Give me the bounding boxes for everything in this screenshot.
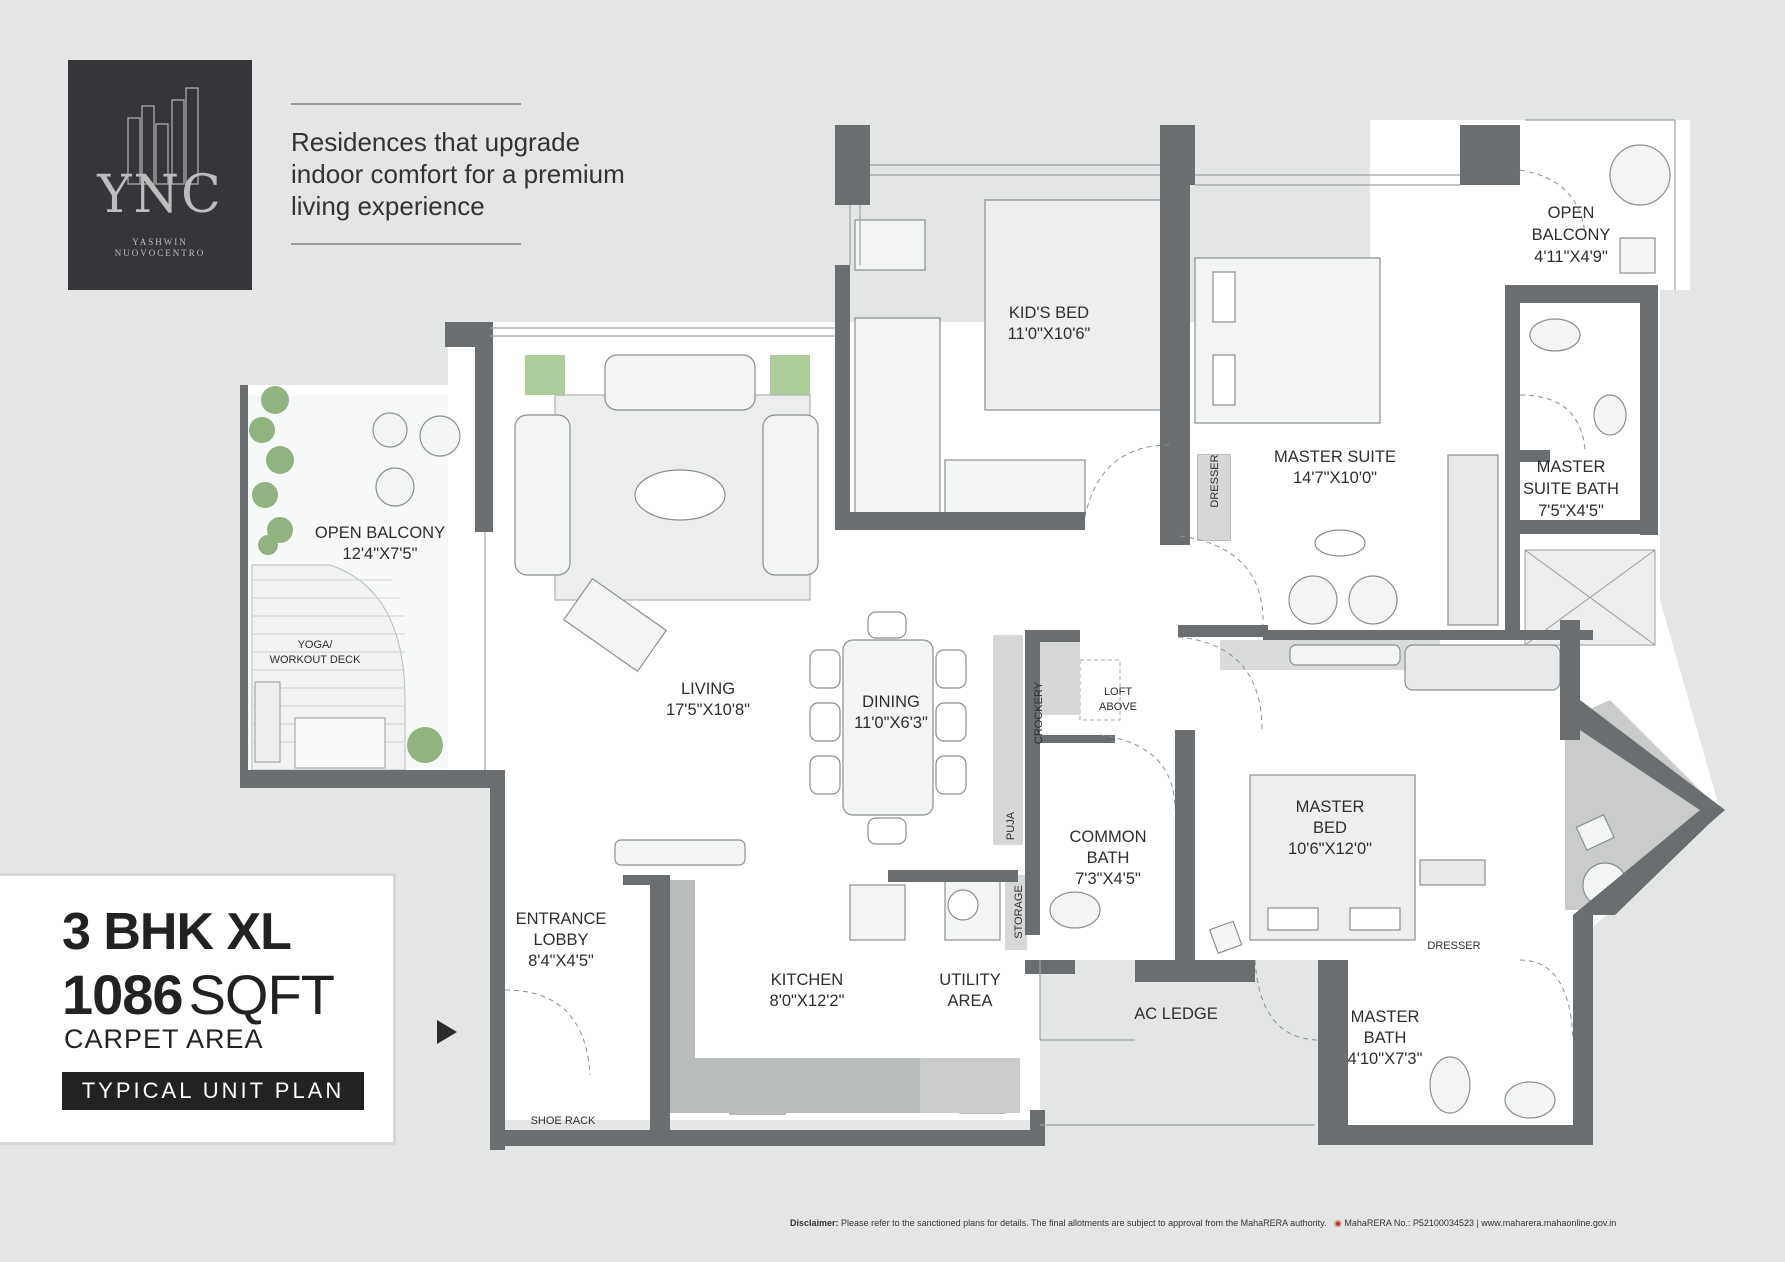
yoga-deck-label2: WORKOUT DECK xyxy=(270,654,362,666)
windows xyxy=(484,119,1676,1126)
master-bed-label: MASTER xyxy=(1296,798,1365,816)
open-balcony-top-size: 4'11"X4'9" xyxy=(1534,248,1608,266)
yoga-deck-label: YOGA/ xyxy=(298,639,334,651)
common-bath-label: COMMON xyxy=(1070,828,1147,846)
logo-wordmark: YNC xyxy=(97,165,223,225)
master-bed-size: 10'6"X12'0" xyxy=(1288,840,1372,858)
logo-subtitle-line1: YASHWIN xyxy=(132,237,188,247)
utility-counter xyxy=(920,1058,1020,1113)
loft-label: LOFT xyxy=(1104,686,1132,698)
furniture xyxy=(372,144,1671,1119)
dresser-suite-label: DRESSER xyxy=(1209,454,1221,507)
master-suite-size: 14'7"X10'0" xyxy=(1293,469,1377,487)
puja-label: PUJA xyxy=(1005,811,1017,840)
brand-logo: YNC YASHWIN NUOVOCENTRO xyxy=(68,60,252,290)
master-bath-label2: BATH xyxy=(1364,1029,1407,1047)
logo-subtitle-line2: NUOVOCENTRO xyxy=(114,248,206,258)
master-suite-label: MASTER SUITE xyxy=(1274,448,1396,466)
common-bath-size: 7'3"X4'5" xyxy=(1075,870,1141,888)
disclaimer: Disclaimer: Please refer to the sanction… xyxy=(790,1218,1616,1229)
open-balcony-top-label2: BALCONY xyxy=(1532,226,1611,244)
entry-arrow-icon xyxy=(437,1020,457,1044)
walls xyxy=(240,125,1725,1150)
unit-type: 3 BHK XL xyxy=(62,903,292,961)
tagline-top-rule xyxy=(291,103,521,105)
door-swings xyxy=(504,169,1586,1076)
rera-text: MahaRERA No.: P52100034523 | www.maharer… xyxy=(1344,1218,1617,1228)
kitchen-counter-bottom xyxy=(650,1058,920,1113)
kids-bed-label: KID'S BED xyxy=(1009,304,1089,322)
common-bath-label2: BATH xyxy=(1087,849,1130,867)
plan-label-badge: TYPICAL UNIT PLAN xyxy=(62,1072,364,1110)
area-unit: SQFT xyxy=(188,963,335,1026)
utility-label2: AREA xyxy=(948,992,993,1010)
logo-subtitle: YASHWIN NUOVOCENTRO xyxy=(68,237,252,259)
yoga-deck xyxy=(251,564,406,771)
rera-icon: ◉ xyxy=(1334,1218,1342,1228)
common-bath-vanity xyxy=(1038,635,1080,715)
ac-ledge-label: AC LEDGE xyxy=(1134,1005,1217,1023)
crockery-label: CROCKERY xyxy=(1033,681,1045,744)
disclaimer-label: Disclaimer: xyxy=(790,1218,839,1228)
utility-label: UTILITY xyxy=(939,971,1000,989)
master-suite-bath-size: 7'5"X4'5" xyxy=(1538,502,1604,520)
entrance-lobby-label: ENTRANCE xyxy=(516,910,607,928)
living-label: LIVING xyxy=(681,680,735,698)
area-label: CARPET AREA xyxy=(64,1024,264,1054)
storage-unit xyxy=(1005,875,1027,950)
tagline-line1: Residences that upgrade xyxy=(291,127,581,157)
tagline-line3: living experience xyxy=(291,191,485,221)
loft-label2: ABOVE xyxy=(1099,701,1137,713)
open-balcony-top-label: OPEN xyxy=(1548,204,1595,222)
master-bed-label2: BED xyxy=(1313,819,1347,837)
building-logo-icon xyxy=(127,87,199,185)
kitchen-label: KITCHEN xyxy=(771,971,843,989)
dining-label: DINING xyxy=(862,693,920,711)
area-value: 1086 xyxy=(62,963,184,1026)
dresser-master-label: DRESSER xyxy=(1427,940,1480,952)
open-balcony-left-size: 12'4"X7'5" xyxy=(343,545,418,563)
kitchen-size: 8'0"X12'2" xyxy=(770,992,845,1010)
tagline: Residences that upgrade indoor comfort f… xyxy=(291,126,711,222)
master-bath-label: MASTER xyxy=(1351,1008,1420,1026)
right-balcony-floor xyxy=(1565,700,1720,910)
living-size: 17'5"X10'8" xyxy=(666,701,750,719)
master-suite-bath-label: MASTER xyxy=(1537,458,1606,476)
shoe-rack-label: SHOE RACK xyxy=(531,1115,596,1127)
open-balcony-left-label: OPEN BALCONY xyxy=(315,524,445,542)
disclaimer-text: Please refer to the sanctioned plans for… xyxy=(841,1218,1327,1228)
dresser-unit xyxy=(1198,455,1230,540)
plant-icon xyxy=(249,355,810,763)
kids-bed-size: 11'0"X10'6" xyxy=(1008,325,1091,343)
tagline-bottom-rule xyxy=(291,243,521,245)
tagline-line2: indoor comfort for a premium xyxy=(291,159,625,189)
master-suite-bath-label2: SUITE BATH xyxy=(1523,480,1619,498)
storage-label: STORAGE xyxy=(1013,885,1025,939)
entrance-lobby-size: 8'4"X4'5" xyxy=(528,952,594,970)
master-bath-size: 4'10"X7'3" xyxy=(1348,1050,1423,1068)
loft-outline xyxy=(1079,659,1121,721)
dining-size: 11'0"X6'3" xyxy=(854,714,928,732)
crockery-unit xyxy=(993,635,1023,845)
entrance-lobby-label2: LOBBY xyxy=(533,931,588,949)
